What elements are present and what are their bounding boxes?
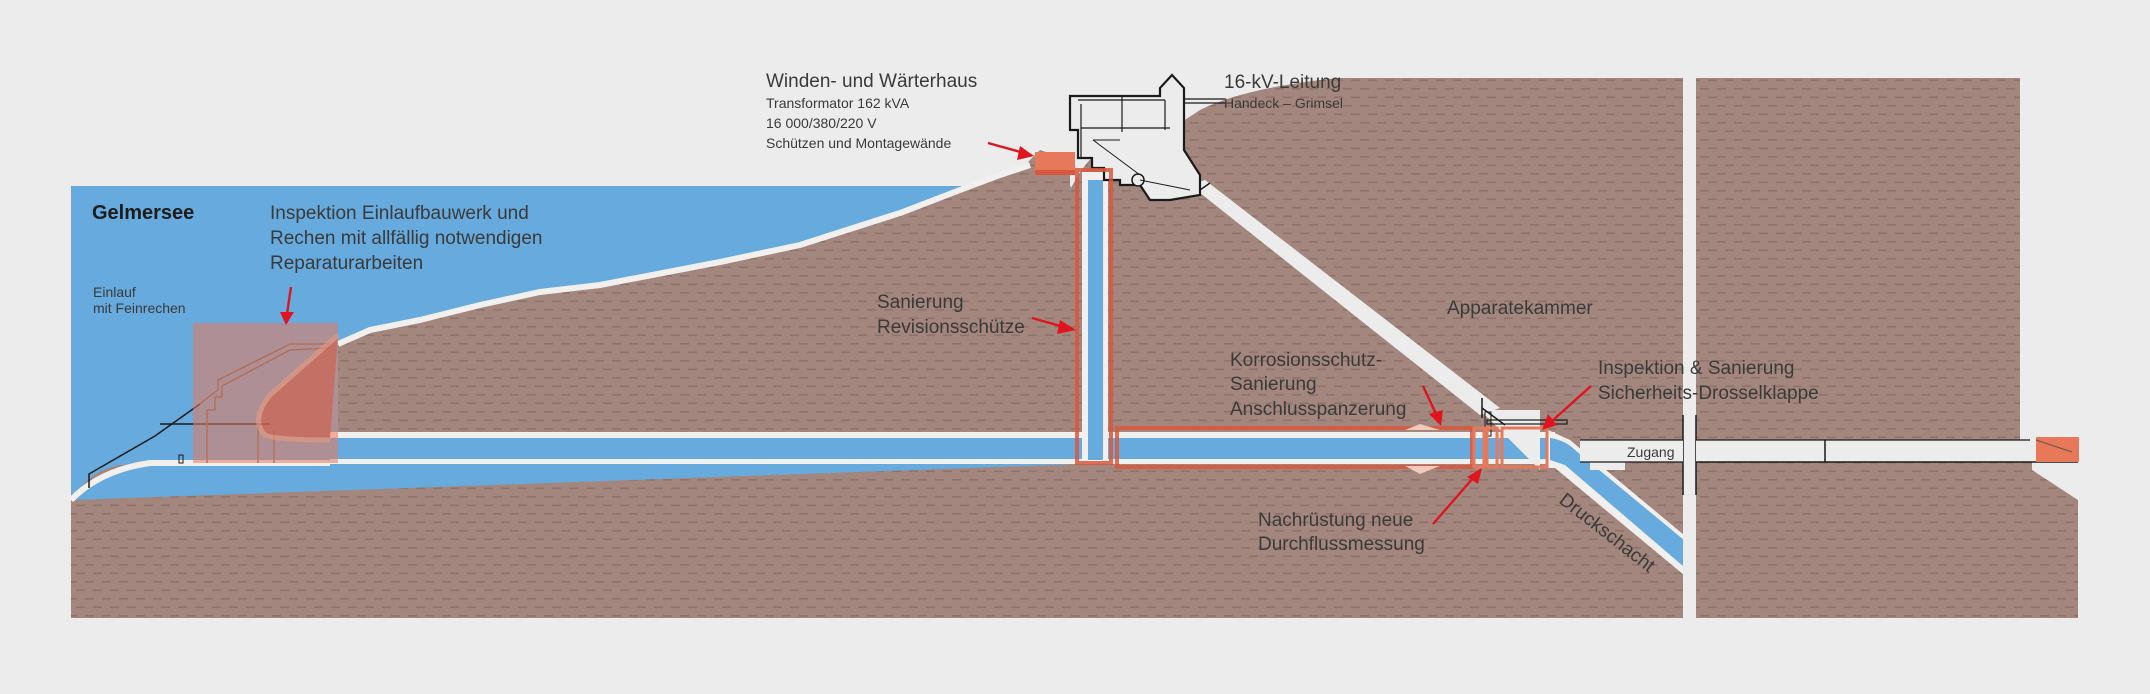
gate-shaft-highlight [1075,168,1113,465]
corrosion-label: Korrosionsschutz- Sanierung Anschlusspan… [1230,350,1406,420]
winch-house-building [1068,73,1225,202]
flow-meter-highlight-1 [1472,426,1486,469]
arrow-intake [280,286,294,325]
tunnel-end-highlight [2036,437,2079,462]
lake-label: Gelmersee [92,202,194,224]
headrace-tunnel [330,438,1555,459]
intake-label: Einlauf mit Feinrechen [93,284,186,316]
winch-highlight [1035,152,1075,174]
rock-right-lower [1696,463,2078,618]
power-line-title: 16-kV-Leitung [1224,72,1341,93]
flow-meter-highlight-2 [1485,426,1499,469]
intake-bellmouth [256,333,340,443]
flow-measurement-label: Nachrüstung neue Durchflussmessung [1258,510,1425,555]
arrow-corrosion [1421,385,1443,426]
armor-highlight [1115,426,1474,469]
rock-right-block [1696,78,2020,458]
access-corridor [1580,440,1683,462]
gate-shaft [1088,180,1103,460]
winch-house-details: Transformator 162 kVA 16 000/380/220 V S… [766,95,951,151]
equipment-chamber-label: Apparatekammer [1447,298,1593,319]
section-gap [1683,78,1696,618]
access-incline [1190,180,1500,415]
winch-house-title: Winden- und Wärterhaus [766,71,977,92]
access-corridor-right [1696,440,2036,462]
arrow-winch-house [987,141,1034,160]
lake-shore-lining [336,162,1031,347]
power-line-route: Handeck – Grimsel [1224,95,1343,111]
access-label: Zugang [1627,444,1674,460]
pressure-shaft [1550,438,1690,572]
lake-bottom-lining [68,460,330,503]
rock-hill [1070,78,1683,618]
arrow-throttle [1542,385,1592,430]
throttle-valve-label: Inspektion & Sanierung Sicherheits-Dross… [1598,358,1819,404]
throttle-highlight [1500,426,1549,469]
flange-marker [1405,424,1440,474]
arrow-flow-measurement [1432,468,1482,525]
winch-highlight-bar [1035,170,1075,175]
revision-gate-label: Sanierung Revisionsschütze [877,292,1025,338]
arrow-revision-gate [1031,316,1076,334]
intake-inspection-label: Inspektion Einlaufbauwerk und Rechen mit… [270,203,548,274]
